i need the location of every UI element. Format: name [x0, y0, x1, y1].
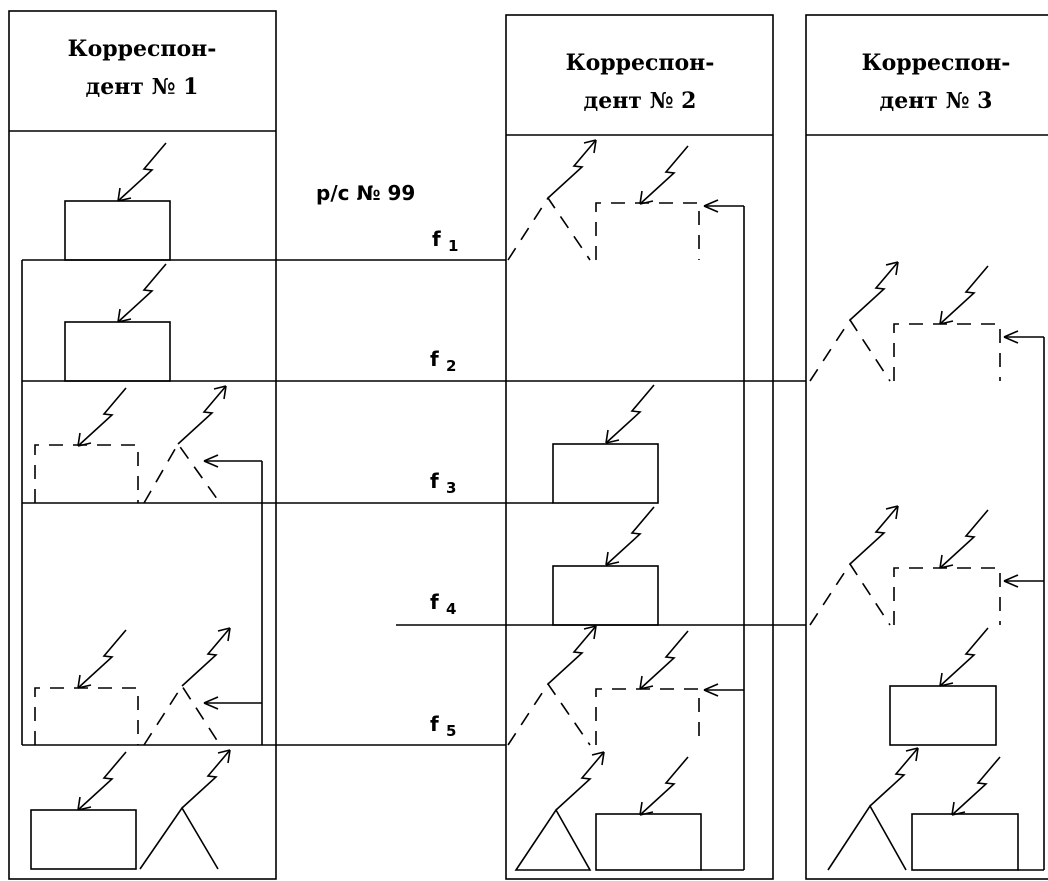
freq-letter: f	[430, 712, 439, 736]
freq-letter: f	[430, 347, 439, 371]
freq-label-f3: f 3	[430, 469, 456, 497]
station-3-title-line1: Корреспон-	[862, 50, 1011, 76]
freq-letter: f	[430, 590, 439, 614]
station-frame-1	[8, 10, 277, 880]
freq-letter: f	[430, 469, 439, 493]
station-2-title-line2: дент № 2	[584, 88, 697, 114]
freq-subscript: 3	[446, 479, 456, 497]
freq-label-f5: f 5	[430, 712, 456, 740]
station-2-title-line1: Корреспон-	[566, 50, 715, 76]
station-1-title-line2: дент № 1	[86, 74, 199, 100]
receiver-f3-station2	[552, 384, 659, 504]
freq-subscript: 5	[446, 722, 456, 740]
freq-letter: f	[432, 227, 441, 251]
transceiver-base-station2	[514, 751, 744, 871]
transceiver-f3-station1	[34, 385, 262, 504]
freq-label-f1: f 1	[432, 227, 458, 255]
receiver-f4-station2	[552, 506, 659, 626]
freq-label-f2: f 2	[430, 347, 456, 375]
transceiver-base-station1	[30, 749, 231, 870]
receiver-f2-station1	[64, 263, 171, 382]
station-frame-2	[505, 14, 774, 880]
transceiver-base-station3	[827, 747, 1044, 871]
station-frame-3	[805, 14, 1048, 880]
transceiver-f5-station2	[507, 625, 744, 746]
freq-label-f4: f 4	[430, 590, 456, 618]
freq-subscript: 1	[448, 237, 458, 255]
transceiver-f4-station3	[809, 505, 1044, 626]
network-label: р/с № 99	[316, 181, 415, 205]
receiver-f5-station3	[889, 627, 997, 746]
station-1-title-line1: Корреспон-	[68, 36, 217, 62]
transceiver-f2-station3	[809, 261, 1044, 382]
transceiver-f5-station1	[34, 627, 262, 746]
freq-subscript: 2	[446, 357, 456, 375]
receiver-f1-station1	[64, 142, 171, 261]
station-3-title-line2: дент № 3	[880, 88, 993, 114]
freq-subscript: 4	[446, 600, 456, 618]
transceiver-f1-station2	[507, 139, 744, 261]
